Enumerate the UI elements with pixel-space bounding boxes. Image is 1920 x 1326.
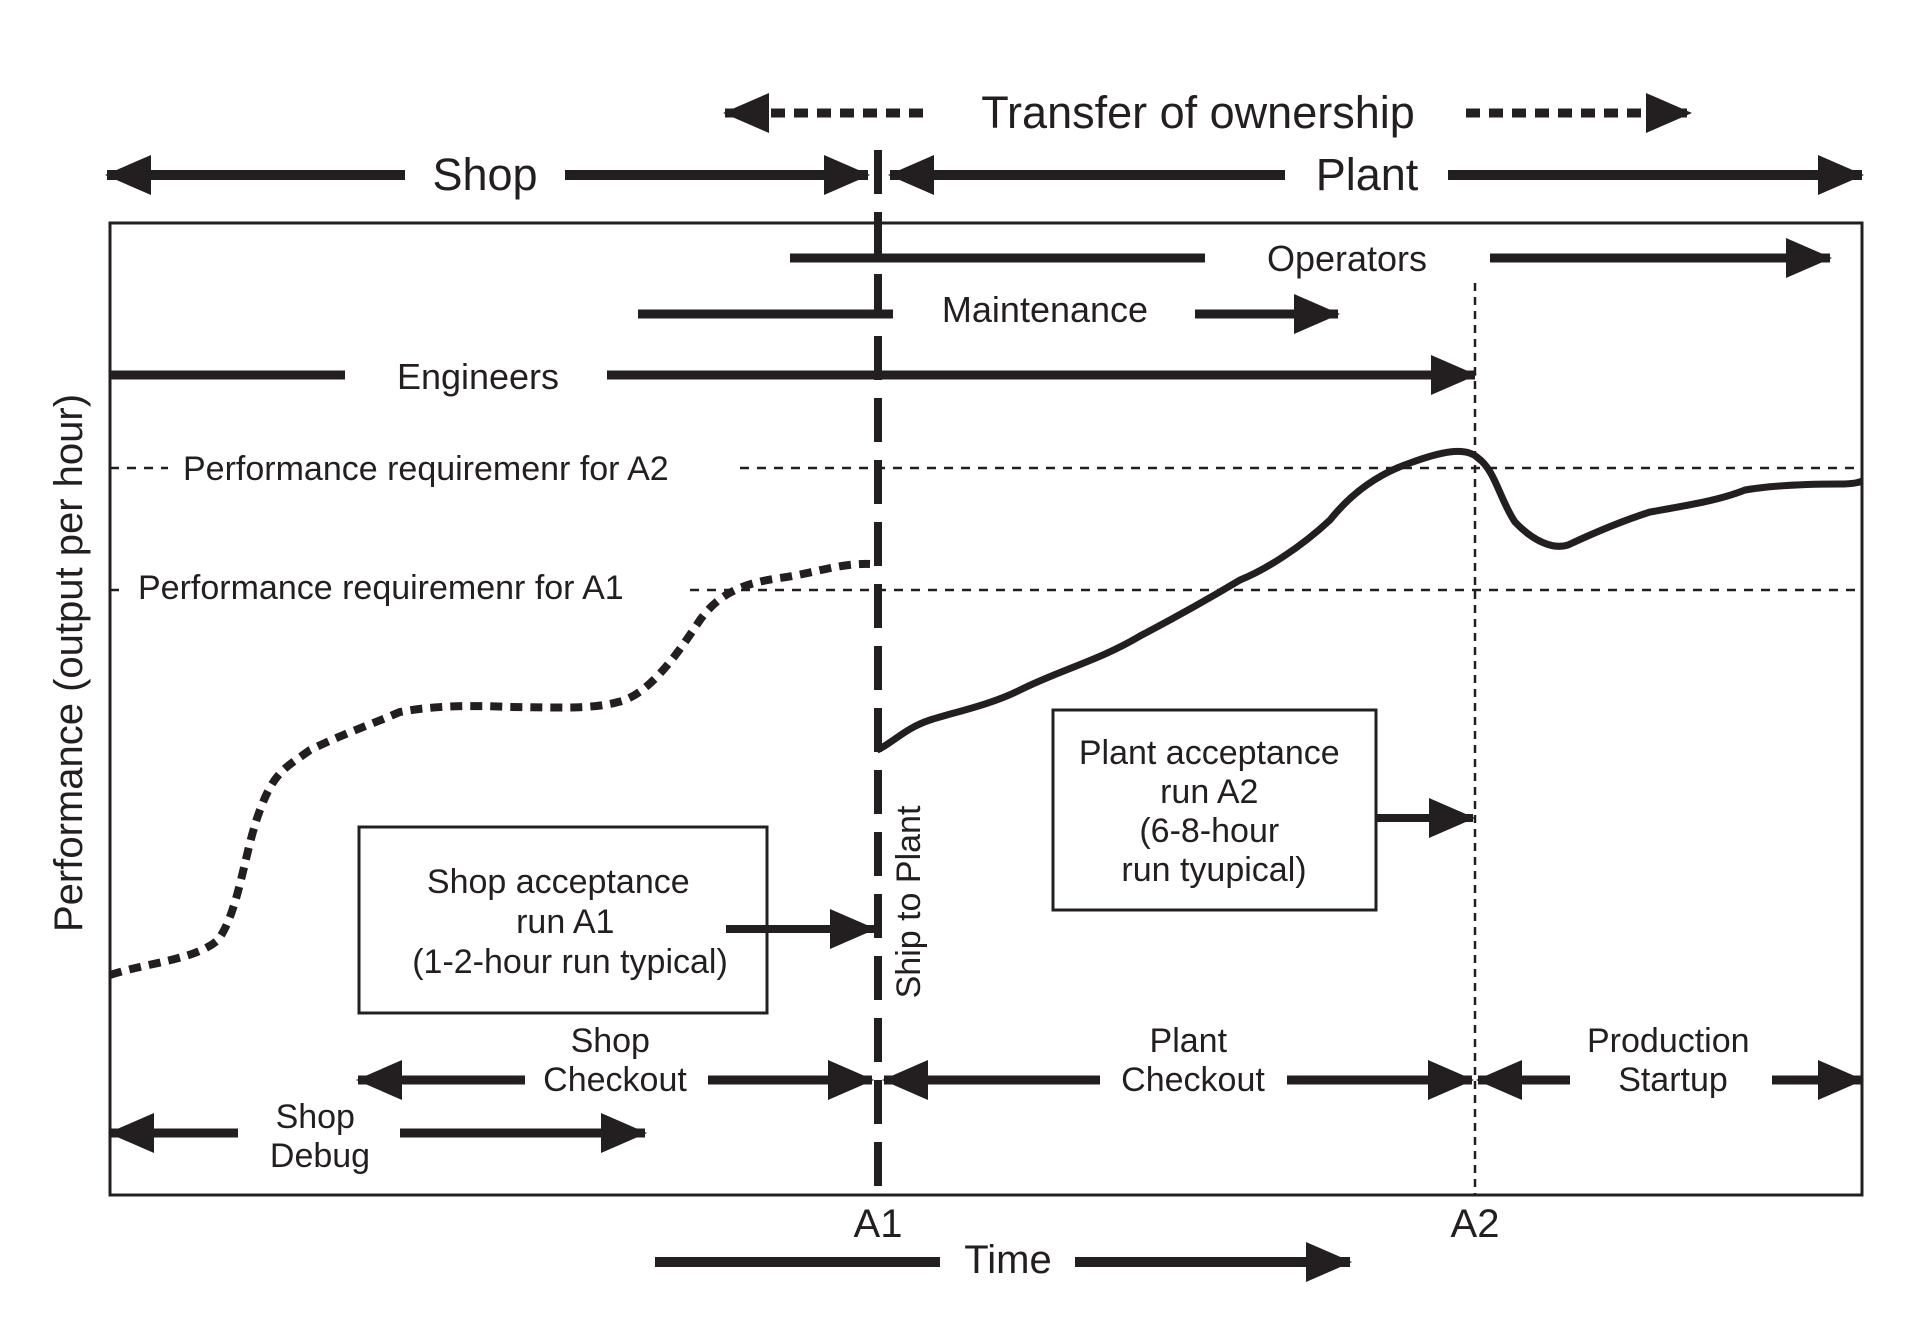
shop-acceptance-line: Shop acceptance: [427, 863, 690, 901]
plant-acceptance-text: Plant acceptance run A2 (6-8-hour run ty…: [1079, 734, 1349, 889]
shop-performance-curve: [108, 559, 871, 979]
x-axis-label: Time: [964, 1238, 1051, 1282]
plant-acceptance-line: run A2: [1160, 773, 1258, 811]
transfer-of-ownership-label: Transfer of ownership: [981, 87, 1415, 138]
shop-acceptance-text: Shop acceptance run A1 (1-2-hour run typ…: [412, 863, 728, 981]
plant-acceptance-line: run tyupical): [1121, 851, 1306, 889]
plant-performance-curve: [875, 448, 1864, 754]
requirement-a1-label: Performance requiremenr for A1: [138, 569, 624, 607]
phase-label-line: Checkout: [543, 1061, 687, 1099]
production-startup-label: Production Startup: [1587, 1022, 1759, 1099]
plant-acceptance-line: Plant acceptance: [1079, 734, 1340, 772]
plant-checkout-label: Plant Checkout: [1121, 1022, 1265, 1099]
y-axis-label: Performance (output per hour): [47, 394, 91, 932]
shop-acceptance-line: (1-2-hour run typical): [412, 943, 728, 981]
operators-label: Operators: [1267, 238, 1427, 279]
ship-to-plant-label: Ship to Plant: [890, 805, 928, 998]
phase-label-line: Shop: [276, 1098, 355, 1136]
engineers-label: Engineers: [397, 356, 559, 397]
shop-acceptance-box: [357, 825, 769, 1015]
plant-label: Plant: [1316, 149, 1419, 200]
shop-acceptance-line: run A1: [516, 903, 614, 941]
milestone-a1-label: A1: [854, 1202, 903, 1246]
plant-acceptance-box: [1051, 708, 1378, 912]
phase-label-line: Debug: [270, 1137, 370, 1175]
phase-label-line: Plant: [1150, 1022, 1228, 1060]
phase-label-line: Checkout: [1121, 1061, 1265, 1099]
chart-frame: [108, 221, 1864, 1197]
shop-debug-label: Shop Debug: [270, 1098, 370, 1175]
requirement-a2-label: Performance requiremenr for A2: [183, 450, 669, 488]
shop-checkout-label: Shop Checkout: [543, 1022, 687, 1099]
shop-label: Shop: [432, 149, 537, 200]
phase-label-line: Startup: [1618, 1061, 1728, 1099]
phase-label-line: Production: [1587, 1022, 1750, 1060]
plant-acceptance-line: (6-8-hour: [1139, 812, 1279, 850]
milestone-a2-label: A2: [1451, 1202, 1500, 1246]
phase-label-line: Shop: [571, 1022, 650, 1060]
maintenance-label: Maintenance: [942, 289, 1148, 330]
